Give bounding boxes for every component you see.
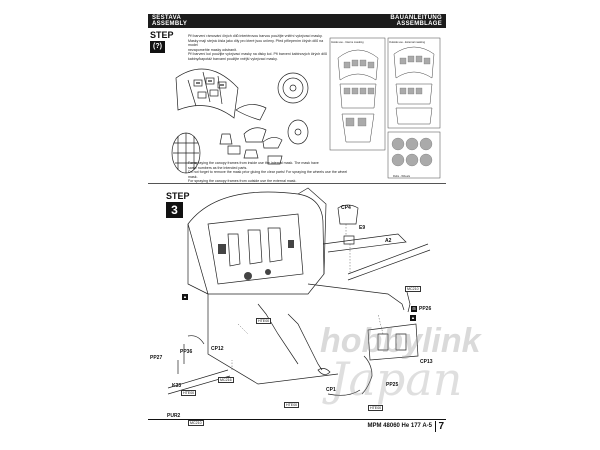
- instruction-sheet: SESTAVA ASSEMBLY BAUANLEITUNG ASSEMBLAGE…: [148, 14, 446, 434]
- part-tag-hte-b: HTE00: [284, 402, 300, 408]
- mask-outside-caption: Outside use - External masking: [389, 41, 426, 44]
- step-divider: [148, 183, 446, 184]
- note-line: Při barvení kol použijte vykrývací masky…: [188, 52, 328, 57]
- step-b-label: STEP: [166, 191, 190, 201]
- header-title-english: ASSEMBLY: [152, 21, 188, 27]
- part-tag-hte-c: HTE00: [181, 390, 197, 396]
- mask-wheel-caption: Rubs - Wheels: [393, 175, 411, 178]
- part-tag-mc210-b: MC210: [188, 420, 204, 426]
- header-title-german: BAUANLEITUNG: [390, 15, 442, 21]
- canopy-parts-illustration: [171, 68, 309, 174]
- part-tag-mc210-a: MC210: [405, 286, 421, 292]
- part-label-cp13: CP13: [420, 359, 433, 365]
- page-footer: MPM 48060 He 177 A-5 7: [148, 419, 446, 434]
- part-label-pur2: PUR2: [167, 413, 181, 419]
- part-tag-mc216: MC216: [218, 377, 234, 383]
- note-line: nezapomeňte masky odstranit.: [188, 47, 237, 52]
- part-label-pp26: PP26: [419, 306, 432, 312]
- mask-sheets-illustration: [329, 37, 441, 179]
- watermark-line1: hobbylink: [320, 322, 481, 360]
- note-line: Do not forget to remove the mask prior g…: [188, 170, 348, 179]
- part-label-a2: A2: [385, 238, 392, 244]
- photoetch-icon: ⊞: [411, 306, 417, 312]
- step-a-note-english: For spraying the canopy frames from insi…: [188, 161, 348, 184]
- note-line: For spraying the canopy frames from insi…: [188, 161, 319, 165]
- note-line: Masky mají stejná čísla jako díly pro kt…: [188, 38, 324, 48]
- footer-model: MPM 48060 He 177 A-5: [367, 423, 432, 429]
- note-line: For spraying the canopy frames from outs…: [188, 179, 297, 184]
- part-label-cp1: CP1: [326, 387, 336, 393]
- page-number: 7: [435, 421, 444, 432]
- part-label-k33: K33: [172, 383, 182, 389]
- part-tag-hte-d: HTE00: [368, 405, 384, 411]
- header-title-czech: SESTAVA: [152, 15, 182, 21]
- part-label-pp25: PP25: [386, 382, 399, 388]
- part-label-cp12: CP12: [211, 346, 224, 352]
- part-tag-hte-a: HTE00: [256, 318, 272, 324]
- step-b-number: 3: [166, 202, 183, 218]
- note-line: Při barvení rámování čirých dílů interié…: [188, 34, 323, 38]
- watermark-line2: Japan: [330, 352, 463, 406]
- header-title-french: ASSEMBLAGE: [396, 21, 442, 27]
- header-bar: SESTAVA ASSEMBLY BAUANLEITUNG ASSEMBLAGE: [148, 14, 446, 28]
- note-line: same numbers as the intended parts.: [188, 165, 248, 170]
- part-label-pp27: PP27: [150, 355, 163, 361]
- note-line: kabiny/kapotáž barvami použijte vnější v…: [188, 56, 278, 61]
- pe-glue-icon: ▲: [182, 294, 188, 300]
- step-a-label: STEP: [150, 30, 174, 40]
- mask-inside-caption: Inside use - Interne masking: [331, 41, 364, 44]
- step-a-number: (?): [150, 41, 165, 53]
- watermark: hobbylink Japan: [320, 322, 570, 422]
- part-label-pp36: PP36: [180, 349, 193, 355]
- pe-glue-icon: ▲: [410, 315, 416, 321]
- step-a-note-czech: Při barvení rámování čirých dílů interié…: [188, 34, 328, 62]
- part-label-cp4: CP4: [341, 205, 351, 211]
- part-label-e9: E9: [359, 225, 366, 231]
